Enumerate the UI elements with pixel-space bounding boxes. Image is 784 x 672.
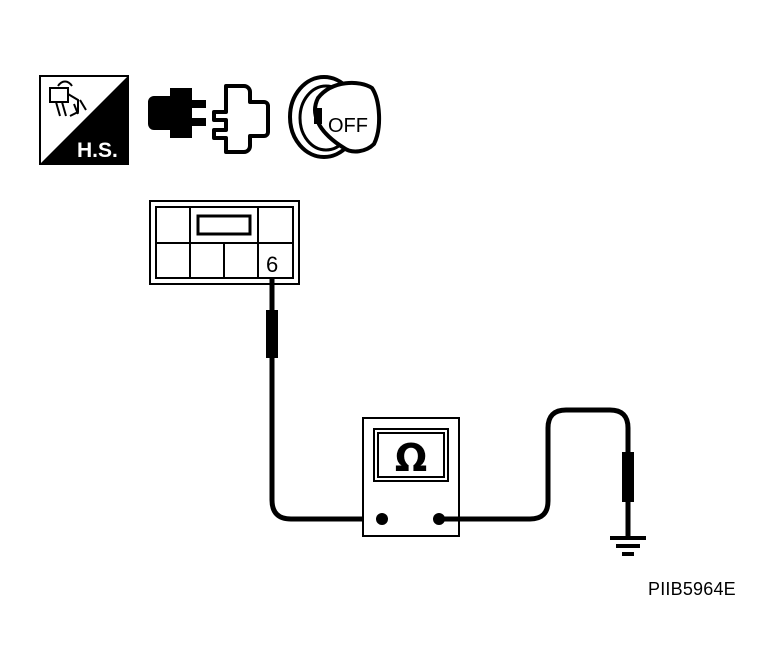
ohmmeter-icon: Ω xyxy=(362,417,460,537)
harness-connector-icon: H.S. xyxy=(39,75,129,165)
connector-disconnect-icon xyxy=(148,84,270,154)
probe-wire-right xyxy=(439,407,634,536)
ohm-symbol: Ω xyxy=(395,436,427,480)
probe-wire-left xyxy=(266,278,382,522)
hs-label: H.S. xyxy=(77,139,118,162)
off-label: OFF xyxy=(328,115,368,137)
figure-reference-code: PIIB5964E xyxy=(648,579,736,599)
ground-symbol-icon xyxy=(610,536,646,556)
connector-pin-label: 6 xyxy=(266,252,278,277)
harness-connector-block xyxy=(149,200,300,285)
ignition-key-icon: OFF xyxy=(288,75,381,159)
